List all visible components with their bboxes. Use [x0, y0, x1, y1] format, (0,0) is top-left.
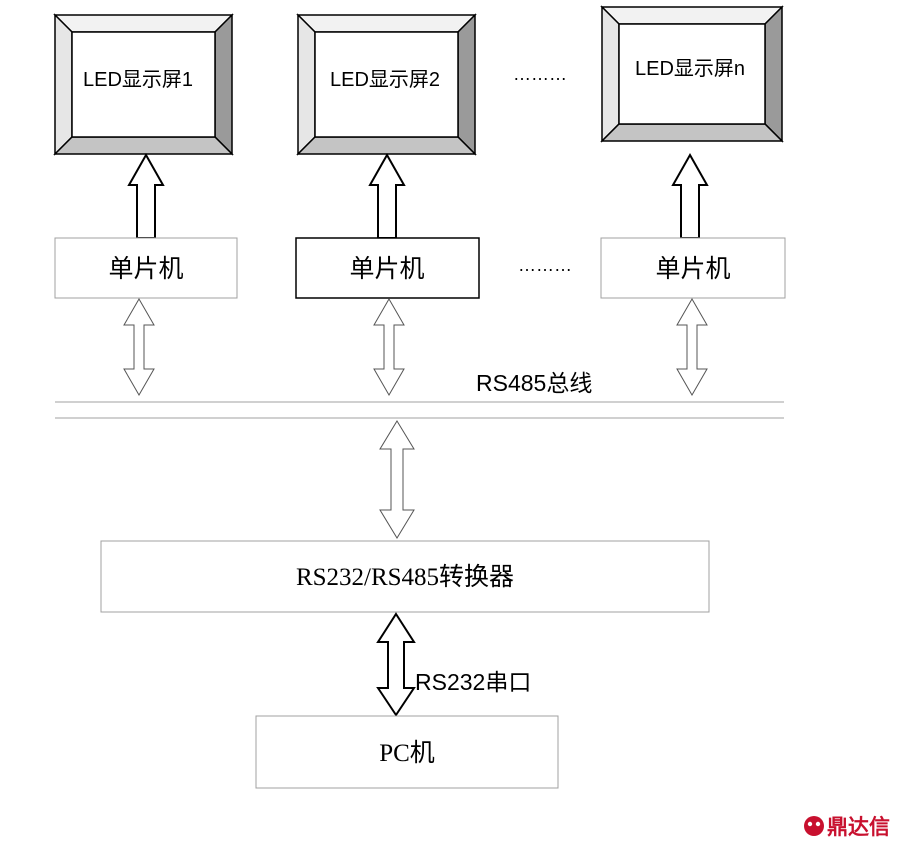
watermark-logo: 鼎达信: [804, 815, 890, 839]
converter-box: RS232/RS485转换器: [100, 540, 710, 613]
mcu-box-n: 单片机: [600, 237, 786, 299]
led-screen-n-label: LED显示屏n: [635, 58, 745, 80]
up-arrow-2: [368, 152, 406, 239]
bidir-arrow-2: [373, 297, 405, 397]
converter-label: RS232/RS485转换器: [296, 563, 514, 591]
mcu-box-1: 单片机: [54, 237, 238, 299]
led-screen-2: LED显示屏2: [296, 13, 477, 156]
bidir-arrow-n: [676, 297, 708, 397]
serial-label: RS232串口: [415, 669, 531, 695]
bidir-arrow-bus-converter: [379, 420, 415, 539]
mcu-box-n-label: 单片机: [655, 255, 730, 283]
led-screen-2-label: LED显示屏2: [330, 69, 440, 91]
pc-box: PC机: [255, 715, 559, 789]
watermark-text: 鼎达信: [827, 815, 890, 839]
up-arrow-1: [127, 152, 165, 239]
watermark-logo-icon: [804, 816, 824, 836]
bus-label: RS485总线: [476, 370, 592, 396]
mcu-box-2: 单片机: [295, 237, 480, 299]
pc-label: PC机: [379, 739, 435, 767]
bidir-arrow-1: [123, 297, 155, 397]
led-screen-n: LED显示屏n: [600, 5, 784, 143]
mcu-box-2-label: 单片机: [349, 255, 424, 283]
bidir-arrow-serial: [376, 612, 416, 717]
up-arrow-n: [671, 152, 709, 239]
mcu-ellipsis: ………: [518, 255, 572, 275]
mcu-box-1-label: 单片机: [108, 255, 183, 283]
screen-ellipsis: ………: [513, 64, 567, 84]
led-screen-1: LED显示屏1: [53, 13, 234, 156]
led-screen-1-label: LED显示屏1: [83, 69, 193, 91]
